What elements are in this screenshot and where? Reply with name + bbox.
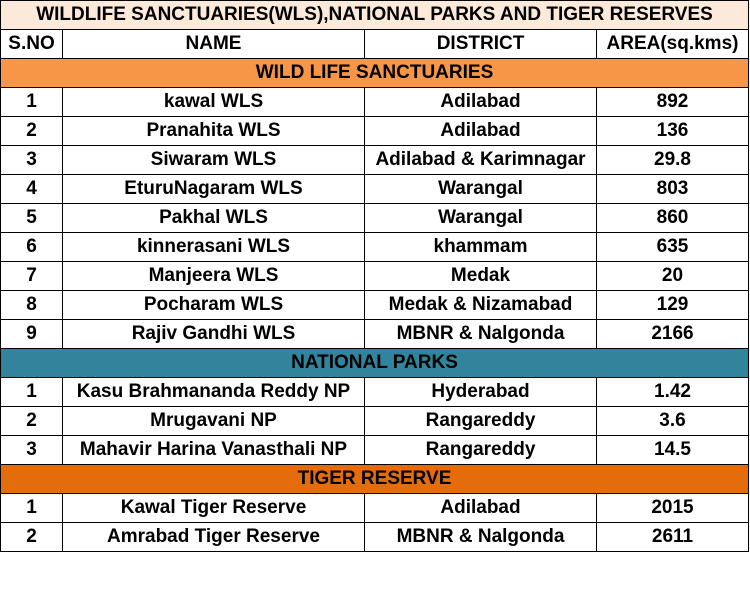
cell-district: Rangareddy — [364, 406, 597, 436]
col-header-name: NAME — [62, 29, 365, 59]
cell-area: 14.5 — [596, 435, 749, 465]
table-row: 4 EturuNagaram WLS Warangal 803 — [0, 174, 749, 204]
col-header-sno: S.NO — [0, 29, 63, 59]
table-row: 1 Kasu Brahmananda Reddy NP Hyderabad 1.… — [0, 377, 749, 407]
table-row: 1 kawal WLS Adilabad 892 — [0, 87, 749, 117]
cell-area: 635 — [596, 232, 749, 262]
cell-name: Kasu Brahmananda Reddy NP — [62, 377, 365, 407]
cell-area: 3.6 — [596, 406, 749, 436]
table-title-row: WILDLIFE SANCTUARIES(WLS),NATIONAL PARKS… — [0, 0, 749, 30]
cell-name: Kawal Tiger Reserve — [62, 493, 365, 523]
cell-name: Mrugavani NP — [62, 406, 365, 436]
cell-area: 2166 — [596, 319, 749, 349]
cell-area: 136 — [596, 116, 749, 146]
cell-sno: 5 — [0, 203, 63, 233]
cell-sno: 9 — [0, 319, 63, 349]
cell-name: Manjeera WLS — [62, 261, 365, 291]
cell-sno: 2 — [0, 116, 63, 146]
cell-sno: 1 — [0, 87, 63, 117]
cell-area: 860 — [596, 203, 749, 233]
cell-district: MBNR & Nalgonda — [364, 522, 597, 552]
cell-district: Rangareddy — [364, 435, 597, 465]
table-row: 9 Rajiv Gandhi WLS MBNR & Nalgonda 2166 — [0, 319, 749, 349]
table-row: 8 Pocharam WLS Medak & Nizamabad 129 — [0, 290, 749, 320]
table-row: 2 Pranahita WLS Adilabad 136 — [0, 116, 749, 146]
section-heading-row: NATIONAL PARKS — [0, 348, 749, 378]
table-row: 6 kinnerasani WLS khammam 635 — [0, 232, 749, 262]
cell-area: 1.42 — [596, 377, 749, 407]
section-heading-row: TIGER RESERVE — [0, 464, 749, 494]
cell-name: Pakhal WLS — [62, 203, 365, 233]
cell-name: Mahavir Harina Vanasthali NP — [62, 435, 365, 465]
cell-name: kinnerasani WLS — [62, 232, 365, 262]
wildlife-table: WILDLIFE SANCTUARIES(WLS),NATIONAL PARKS… — [0, 0, 749, 552]
cell-district: MBNR & Nalgonda — [364, 319, 597, 349]
header-row: S.NO NAME DISTRICT AREA(sq.kms) — [0, 29, 749, 59]
section-heading-tiger-reserve: TIGER RESERVE — [0, 464, 749, 494]
col-header-area: AREA(sq.kms) — [596, 29, 749, 59]
cell-area: 803 — [596, 174, 749, 204]
cell-district: Medak & Nizamabad — [364, 290, 597, 320]
cell-district: khammam — [364, 232, 597, 262]
table-row: 5 Pakhal WLS Warangal 860 — [0, 203, 749, 233]
cell-name: Amrabad Tiger Reserve — [62, 522, 365, 552]
cell-name: Siwaram WLS — [62, 145, 365, 175]
cell-sno: 2 — [0, 406, 63, 436]
section-heading-national-parks: NATIONAL PARKS — [0, 348, 749, 378]
cell-name: EturuNagaram WLS — [62, 174, 365, 204]
cell-name: Pranahita WLS — [62, 116, 365, 146]
cell-district: Warangal — [364, 174, 597, 204]
cell-district: Adilabad & Karimnagar — [364, 145, 597, 175]
cell-name: Rajiv Gandhi WLS — [62, 319, 365, 349]
cell-sno: 3 — [0, 145, 63, 175]
cell-sno: 1 — [0, 377, 63, 407]
cell-sno: 1 — [0, 493, 63, 523]
cell-sno: 2 — [0, 522, 63, 552]
table-title: WILDLIFE SANCTUARIES(WLS),NATIONAL PARKS… — [0, 0, 749, 30]
cell-sno: 3 — [0, 435, 63, 465]
cell-district: Adilabad — [364, 87, 597, 117]
cell-district: Adilabad — [364, 116, 597, 146]
cell-area: 29.8 — [596, 145, 749, 175]
cell-sno: 4 — [0, 174, 63, 204]
cell-district: Adilabad — [364, 493, 597, 523]
table-row: 3 Mahavir Harina Vanasthali NP Rangaredd… — [0, 435, 749, 465]
table-row: 2 Amrabad Tiger Reserve MBNR & Nalgonda … — [0, 522, 749, 552]
cell-area: 892 — [596, 87, 749, 117]
table-row: 2 Mrugavani NP Rangareddy 3.6 — [0, 406, 749, 436]
cell-name: Pocharam WLS — [62, 290, 365, 320]
cell-area: 20 — [596, 261, 749, 291]
cell-area: 2611 — [596, 522, 749, 552]
cell-district: Warangal — [364, 203, 597, 233]
col-header-district: DISTRICT — [364, 29, 597, 59]
table-row: 3 Siwaram WLS Adilabad & Karimnagar 29.8 — [0, 145, 749, 175]
cell-district: Medak — [364, 261, 597, 291]
cell-sno: 8 — [0, 290, 63, 320]
table-row: 1 Kawal Tiger Reserve Adilabad 2015 — [0, 493, 749, 523]
section-heading-wildlife-sanctuaries: WILD LIFE SANCTUARIES — [0, 58, 749, 88]
cell-area: 2015 — [596, 493, 749, 523]
cell-name: kawal WLS — [62, 87, 365, 117]
section-heading-row: WILD LIFE SANCTUARIES — [0, 58, 749, 88]
cell-sno: 7 — [0, 261, 63, 291]
cell-district: Hyderabad — [364, 377, 597, 407]
table-row: 7 Manjeera WLS Medak 20 — [0, 261, 749, 291]
cell-area: 129 — [596, 290, 749, 320]
cell-sno: 6 — [0, 232, 63, 262]
